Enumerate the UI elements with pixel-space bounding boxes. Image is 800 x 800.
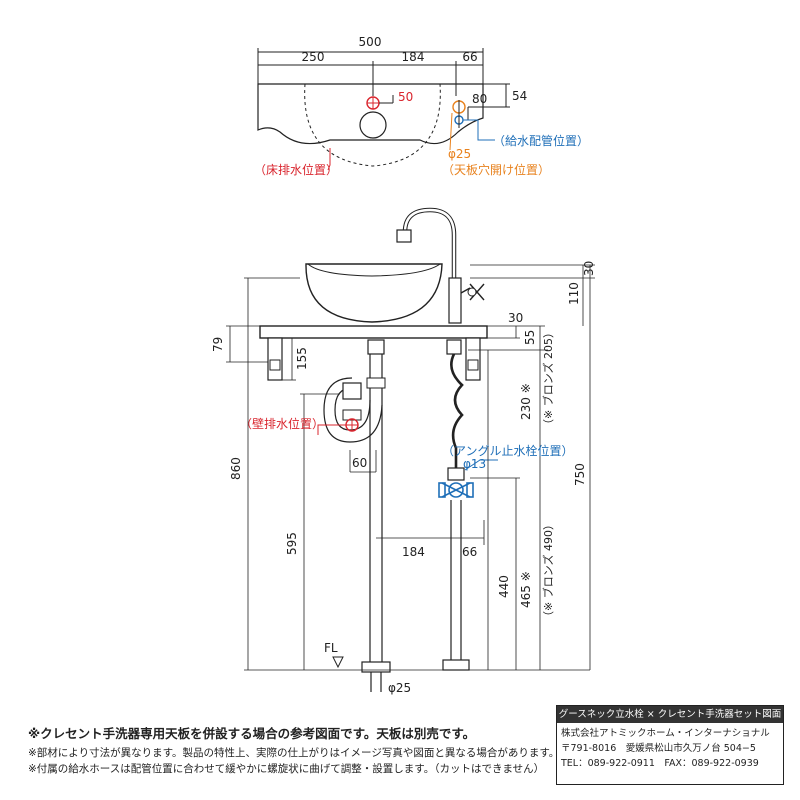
dim-60: 60 xyxy=(352,456,367,470)
angle-valve-leader xyxy=(464,459,498,471)
company-contact: TEL：089-922-0911 FAX：089-922-0939 xyxy=(561,758,759,769)
dim-750: 750 xyxy=(573,463,587,486)
dim-30b: 30 xyxy=(508,311,523,325)
note-1: ※部材により寸法が異なります。製品の特性上、実際の仕上がりはイメージ写真や図面と… xyxy=(28,747,560,759)
dim-red-offset: 50 xyxy=(398,90,413,104)
dim-mid: 184 xyxy=(402,50,425,64)
company-address: 〒791-8016 愛媛県松山市久万ノ台 504−5 xyxy=(561,743,756,754)
dim-left: 250 xyxy=(302,50,325,64)
dim-orange-offset: 80 xyxy=(472,92,487,106)
hole-leader xyxy=(449,112,453,151)
wall-drain-leader xyxy=(317,424,346,435)
label-supply: （給水配管位置） xyxy=(493,133,589,148)
dim-total: 500 xyxy=(359,35,382,49)
dim-595: 595 xyxy=(285,532,299,555)
company-info-box: グースネック立水栓 × クレセント手洗器セット図面 株式会社アトミックホーム・イ… xyxy=(556,705,784,785)
dim-440: 440 xyxy=(497,575,511,598)
label-hole: （天板穴開け位置） xyxy=(442,162,550,177)
front-dimension-lines xyxy=(226,264,595,670)
dim-depth: 54 xyxy=(512,89,527,103)
label-bronze205: （※ ブロンズ 205） xyxy=(541,327,555,430)
top-view xyxy=(257,48,510,167)
label-bronze490: （※ ブロンズ 490） xyxy=(541,519,555,622)
dim-79: 79 xyxy=(211,337,225,352)
dim-55: 55 xyxy=(523,330,537,345)
label-angle-valve: （アングル止水栓位置） xyxy=(442,443,574,458)
dim-phi13: φ13 xyxy=(463,457,486,471)
label-fl: FL xyxy=(324,641,338,655)
supply-leader xyxy=(463,119,495,141)
angle-valve xyxy=(438,482,474,498)
note-main: ※クレセント手洗器専用天板を併設する場合の参考図面です。天板は別売です。 xyxy=(28,726,476,741)
dim-66: 66 xyxy=(462,545,477,559)
dim-230: 230 ※ xyxy=(519,383,533,420)
dim-155: 155 xyxy=(295,347,309,370)
label-wall-drain: （壁排水位置） xyxy=(240,416,324,431)
note-2: ※付属の給水ホースは配管位置に合わせて緩やかに螺旋状に曲げて調整・設置します。（… xyxy=(28,763,545,775)
dim-phi25-bottom: φ25 xyxy=(388,681,411,695)
company-name: 株式会社アトミックホーム・インターナショナル xyxy=(561,728,770,739)
company-box-title: グースネック立水栓 × クレセント手洗器セット図面 xyxy=(557,706,783,723)
front-view xyxy=(244,207,590,692)
dim-110: 110 xyxy=(567,282,581,305)
dim-184: 184 xyxy=(402,545,425,559)
dim-860: 860 xyxy=(229,457,243,480)
floor-drain-leader xyxy=(327,148,331,171)
label-phi25-top: φ25 xyxy=(448,147,471,161)
dim-30a: 30 xyxy=(582,261,596,276)
label-floor-drain: （床排水位置） xyxy=(254,162,338,177)
dim-465: 465 ※ xyxy=(519,571,533,608)
dim-right: 66 xyxy=(462,50,477,64)
